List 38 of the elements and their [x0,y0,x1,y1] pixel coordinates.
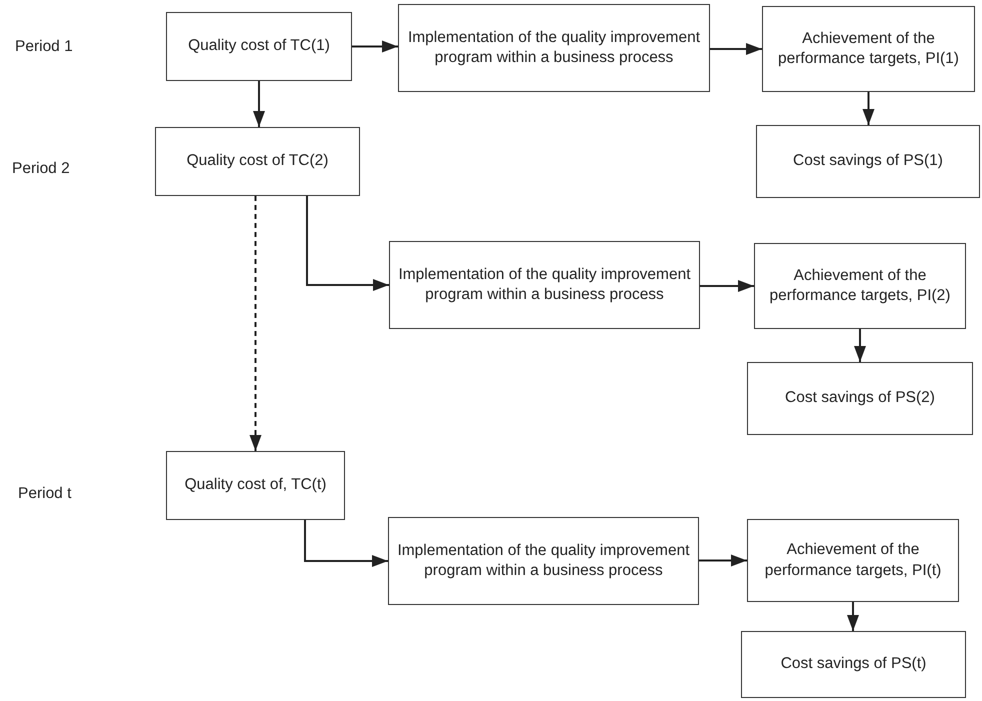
period-label: Period 2 [12,160,70,178]
process-box [389,241,700,329]
process-box [155,127,360,196]
process-box [398,4,710,92]
process-box [747,519,959,602]
process-box [166,451,345,520]
process-box [747,362,973,435]
process-box [388,517,699,605]
process-box [166,12,352,81]
box-text: Achievement of the performance targets, PI(2) [768,266,952,306]
box-text: Quality cost of TC(2) [186,151,328,172]
arrow [352,40,398,52]
box-text: Achievement of the performance targets, PI(1) [777,28,960,69]
process-box [741,631,966,698]
period-label: Period 1 [15,38,73,56]
box-text: Cost savings of PS(1) [793,151,943,172]
arrow [862,92,874,125]
box-text: Achievement of the performance targets, PI(t) [764,540,942,580]
process-box [756,125,980,198]
box-text: Implementation of the quality improvement program within a business process [397,264,692,305]
box-text: Quality cost of, TC(t) [184,475,326,496]
arrow [253,81,265,127]
period-label: Period t [18,485,72,503]
process-box [754,243,966,329]
box-text: Cost savings of PS(2) [785,388,935,408]
arrow [306,196,389,291]
arrow [700,280,754,292]
arrow [847,602,859,631]
dashed-arrow [250,196,262,451]
box-text: Quality cost of TC(1) [188,36,330,56]
arrow [304,520,388,567]
arrow [699,554,747,566]
arrow [854,329,866,362]
box-text: Cost savings of PS(t) [780,654,926,674]
arrow [710,43,762,55]
box-text: Implementation of the quality improvement program within a business process [406,28,702,68]
process-box [762,6,975,92]
box-text: Implementation of the quality improvement program within a business process [396,540,691,581]
